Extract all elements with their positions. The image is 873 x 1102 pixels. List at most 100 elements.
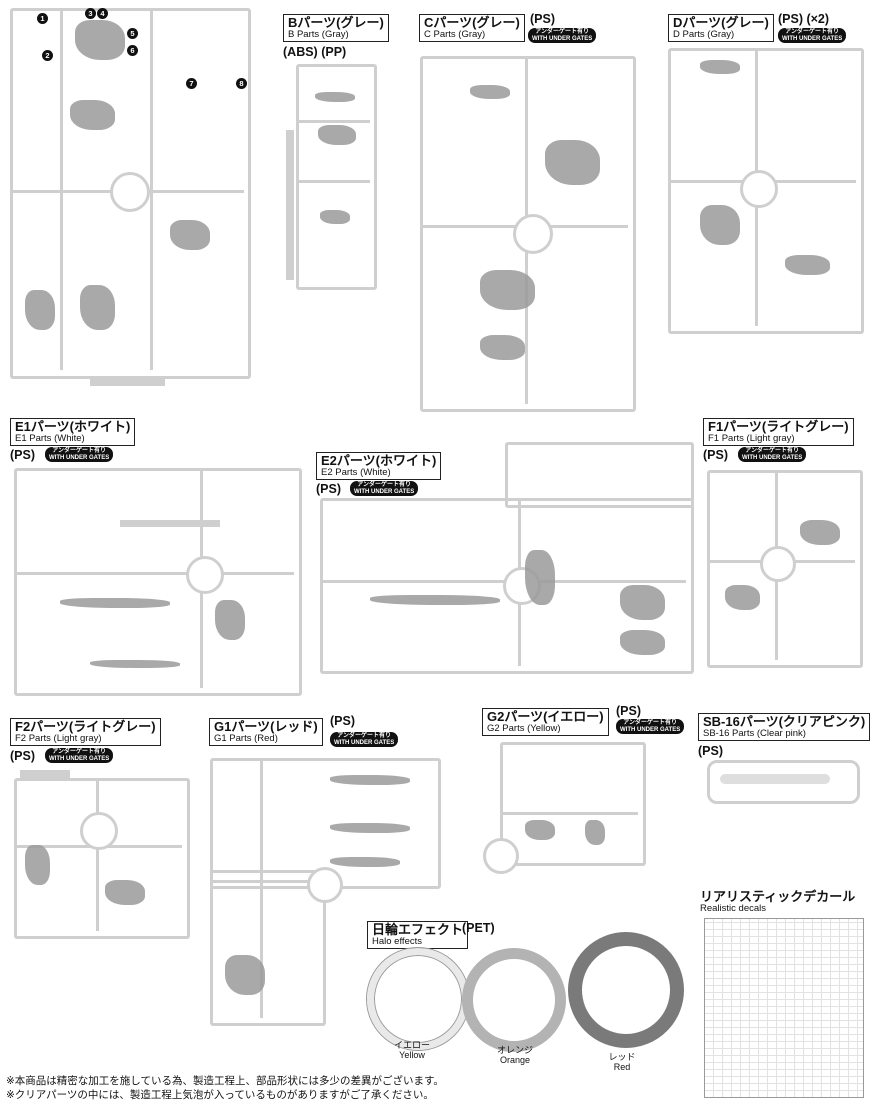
b-parts-material: (ABS) (PP): [283, 45, 347, 59]
under-gate-jp: アンダーゲート有り: [357, 482, 411, 488]
part-shape: [170, 220, 210, 250]
g1-parts-label: G1パーツ(レッド) G1 Parts (Red): [209, 718, 323, 746]
part-shape: [330, 857, 400, 867]
part-shape: [785, 255, 830, 275]
part-number: 6: [127, 45, 138, 56]
halo-label: 日輪エフェクト Halo effects: [367, 921, 469, 949]
halo-orange-ring: [462, 948, 566, 1052]
part-shape: [480, 335, 525, 360]
part-shape: [315, 92, 355, 102]
halo-material: (PET): [462, 921, 495, 935]
part-shape: [25, 845, 50, 885]
part-number: 4: [97, 8, 108, 19]
runner-f1-hub: [760, 546, 796, 582]
runner-a-hub: [110, 172, 150, 212]
g1-parts-under-gate-badge: アンダーゲート有り WITH UNDER GATES: [330, 732, 399, 747]
runner-e2-top: [505, 442, 694, 508]
under-gate-en: WITH UNDER GATES: [620, 726, 681, 733]
sb16-parts-subtitle: SB-16 Parts (Clear pink): [703, 727, 806, 739]
part-shape: [215, 600, 245, 640]
c-parts-label: Cパーツ(グレー) C Parts (Gray): [419, 14, 525, 42]
f1-parts-subtitle: F1 Parts (Light gray): [708, 432, 795, 444]
part-shape: [105, 880, 145, 905]
g2-parts-label: G2パーツ(イエロー) G2 Parts (Yellow): [482, 708, 609, 736]
under-gate-jp: アンダーゲート有り: [52, 448, 106, 454]
runner-b-side: [286, 130, 294, 280]
part-number: 3: [85, 8, 96, 19]
g1-parts-subtitle: G1 Parts (Red): [214, 732, 278, 744]
under-gate-jp: アンダーゲート有り: [337, 733, 391, 739]
runner-f2-hub: [80, 812, 118, 850]
e1-parts-title: E1パーツ(ホワイト): [15, 419, 131, 434]
halo-red-caption: レッド Red: [597, 1052, 647, 1072]
sb16-parts-material: (PS): [698, 744, 723, 758]
runner-g2-gate: [502, 812, 638, 815]
e2-parts-title: E2パーツ(ホワイト): [321, 453, 437, 468]
part-number: 5: [127, 28, 138, 39]
note-line-1: ※本商品は精密な加工を施している為、製造工程上、部品形状には多少の差異がございま…: [6, 1075, 444, 1087]
g1-parts-material: (PS): [330, 714, 355, 728]
part-number: 2: [42, 50, 53, 61]
halo-red-jp: レッド: [608, 1052, 636, 1062]
runner-a-gate: [150, 10, 153, 370]
halo-red-ring: [568, 932, 684, 1048]
runner-b-gate: [298, 180, 370, 183]
runner-g2-hub: [483, 838, 519, 874]
runner-f1-frame: [707, 470, 863, 668]
part-shape: [800, 520, 840, 545]
halo-subtitle: Halo effects: [372, 935, 422, 947]
part-shape: [225, 955, 265, 995]
runner-b-frame: [296, 64, 377, 290]
c-parts-title: Cパーツ(グレー): [424, 15, 520, 30]
under-gate-jp: アンダーゲート有り: [745, 448, 799, 454]
runner-a-gate: [60, 10, 63, 370]
decals-label: リアリスティックデカール Realistic decals: [700, 890, 856, 914]
halo-orange-en: Orange: [499, 1055, 531, 1065]
part-shape: [620, 630, 665, 655]
note-line-2: ※クリアパーツの中には、製造工程上気泡が入っているものがありますがご了承ください…: [6, 1089, 434, 1101]
under-gate-en: WITH UNDER GATES: [334, 739, 395, 746]
runner-g2-frame: [500, 742, 646, 866]
runner-e1-gate: [16, 572, 294, 575]
e1-parts-subtitle: E1 Parts (White): [15, 432, 85, 444]
part-shape: [370, 595, 500, 605]
halo-yellow-ring: [367, 948, 469, 1050]
part-shape: [330, 823, 410, 833]
part-shape: [330, 775, 410, 785]
runner-a-bar: [90, 378, 165, 386]
d-parts-label: Dパーツ(グレー) D Parts (Gray): [668, 14, 774, 42]
part-number: 1: [37, 13, 48, 24]
runner-g1-gate: [212, 870, 320, 873]
part-shape: [80, 285, 115, 330]
halo-red-en: Red: [613, 1062, 631, 1072]
part-shape: [75, 20, 125, 60]
runner-f2-gate: [96, 780, 99, 931]
under-gate-en: WITH UNDER GATES: [49, 454, 110, 461]
g2-parts-subtitle: G2 Parts (Yellow): [487, 722, 561, 734]
part-number: 8: [236, 78, 247, 89]
part-number: 7: [186, 78, 197, 89]
part-shape: [725, 585, 760, 610]
d-parts-material: (PS) (×2): [778, 12, 830, 26]
part-shape: [320, 210, 350, 224]
runner-e1-frame: [14, 468, 302, 696]
part-shape: [480, 270, 535, 310]
runner-f2-bar: [20, 770, 70, 778]
e1-parts-under-gate-badge: アンダーゲート有り WITH UNDER GATES: [45, 447, 114, 462]
part-shape: [25, 290, 55, 330]
decals-subtitle: Realistic decals: [700, 902, 766, 914]
part-shape: [700, 60, 740, 74]
part-shape: [545, 140, 600, 185]
under-gate-en: WITH UNDER GATES: [782, 35, 843, 42]
b-parts-title: Bパーツ(グレー): [288, 15, 384, 30]
part-shape: [90, 660, 180, 668]
e2-parts-under-gate-badge: アンダーゲート有り WITH UNDER GATES: [350, 481, 419, 496]
under-gate-en: WITH UNDER GATES: [49, 755, 110, 762]
c-parts-subtitle: C Parts (Gray): [424, 28, 486, 40]
f2-parts-title: F2パーツ(ライトグレー): [15, 719, 156, 734]
under-gate-jp: アンダーゲート有り: [623, 720, 677, 726]
part-shape: [318, 125, 356, 145]
runner-d-hub: [740, 170, 778, 208]
under-gate-en: WITH UNDER GATES: [354, 488, 415, 495]
halo-yellow-caption: イエロー Yellow: [387, 1040, 437, 1060]
